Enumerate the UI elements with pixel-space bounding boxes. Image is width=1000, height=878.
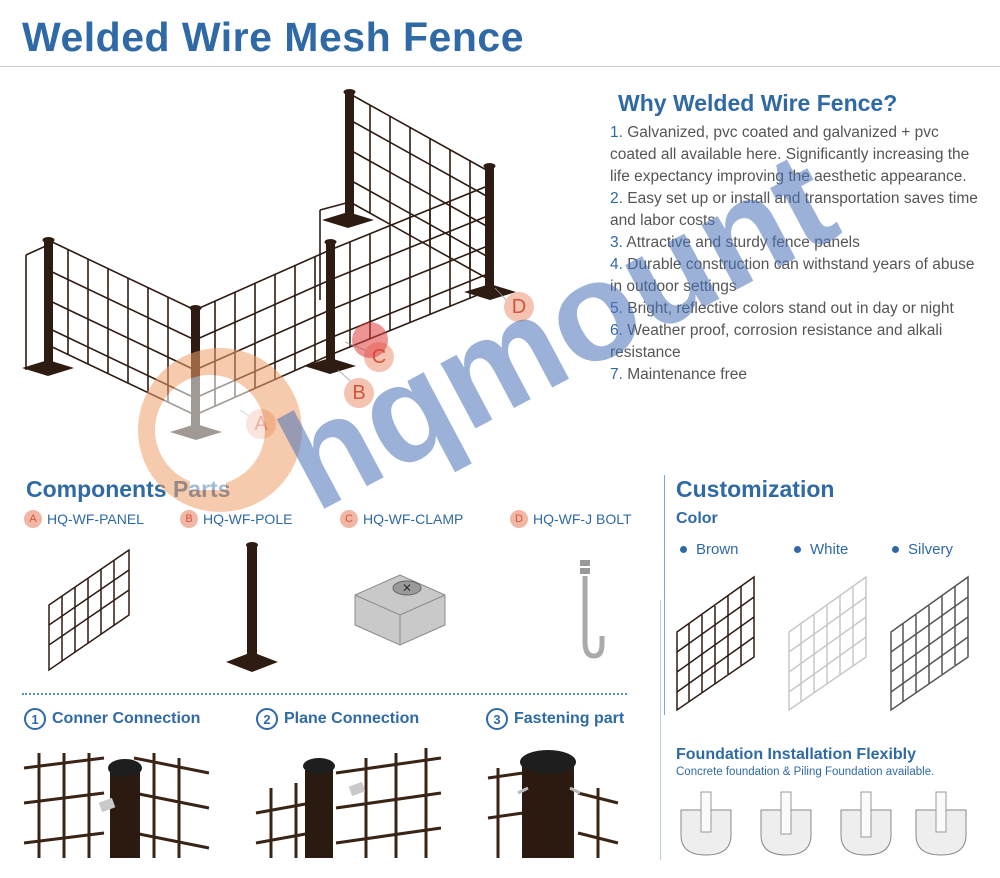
why-item: 2. Easy set up or install and transporta… [610,190,978,229]
foundation-subtitle: Concrete foundation & Piling Foundation … [676,766,935,778]
panel-image [48,548,130,672]
why-title: Why Welded Wire Fence? [618,90,898,116]
color-label: Color [676,510,718,527]
plane-connection-photo [255,748,442,858]
title-divider [0,66,1000,67]
why-item: 4. Durable construction can withstand ye… [610,256,975,295]
brown-panel-swatch [676,575,755,712]
foundation-title: Foundation Installation Flexibly [676,746,917,763]
column-divider-lower [660,600,661,860]
customization-title: Customization [676,476,835,502]
j-bolt-image [580,560,605,659]
corner-connection-photo [23,753,210,858]
why-item: 1. Galvanized, pvc coated and galvanized… [610,124,970,185]
color-option-white: White [794,541,848,558]
foundation-diagrams [680,791,967,856]
why-item: 5. Bright, reflective colors stand out i… [610,300,954,317]
column-divider [664,475,665,715]
fence-label-b: B [344,378,374,408]
clamp-screw-icon: ✕ [402,581,412,595]
fence-label-d: D [504,292,534,322]
white-panel-swatch [788,575,867,712]
clamp-image: ✕ [354,574,446,646]
why-item: 6. Weather proof, corrosion resistance a… [610,322,943,361]
fastening-part-photo [487,750,619,858]
why-list: 1. Galvanized, pvc coated and galvanized… [610,122,982,386]
page-title: Welded Wire Mesh Fence [22,14,524,60]
color-option-silvery: Silvery [892,541,953,558]
color-option-brown: Brown [680,541,739,558]
why-item: 3. Attractive and sturdy fence panels [610,234,860,251]
pole-image [226,542,278,672]
why-item: 7. Maintenance free [610,366,748,383]
silvery-panel-swatch [890,575,969,712]
section-divider [22,693,627,695]
hqmount-watermark: hqmount [138,120,858,540]
